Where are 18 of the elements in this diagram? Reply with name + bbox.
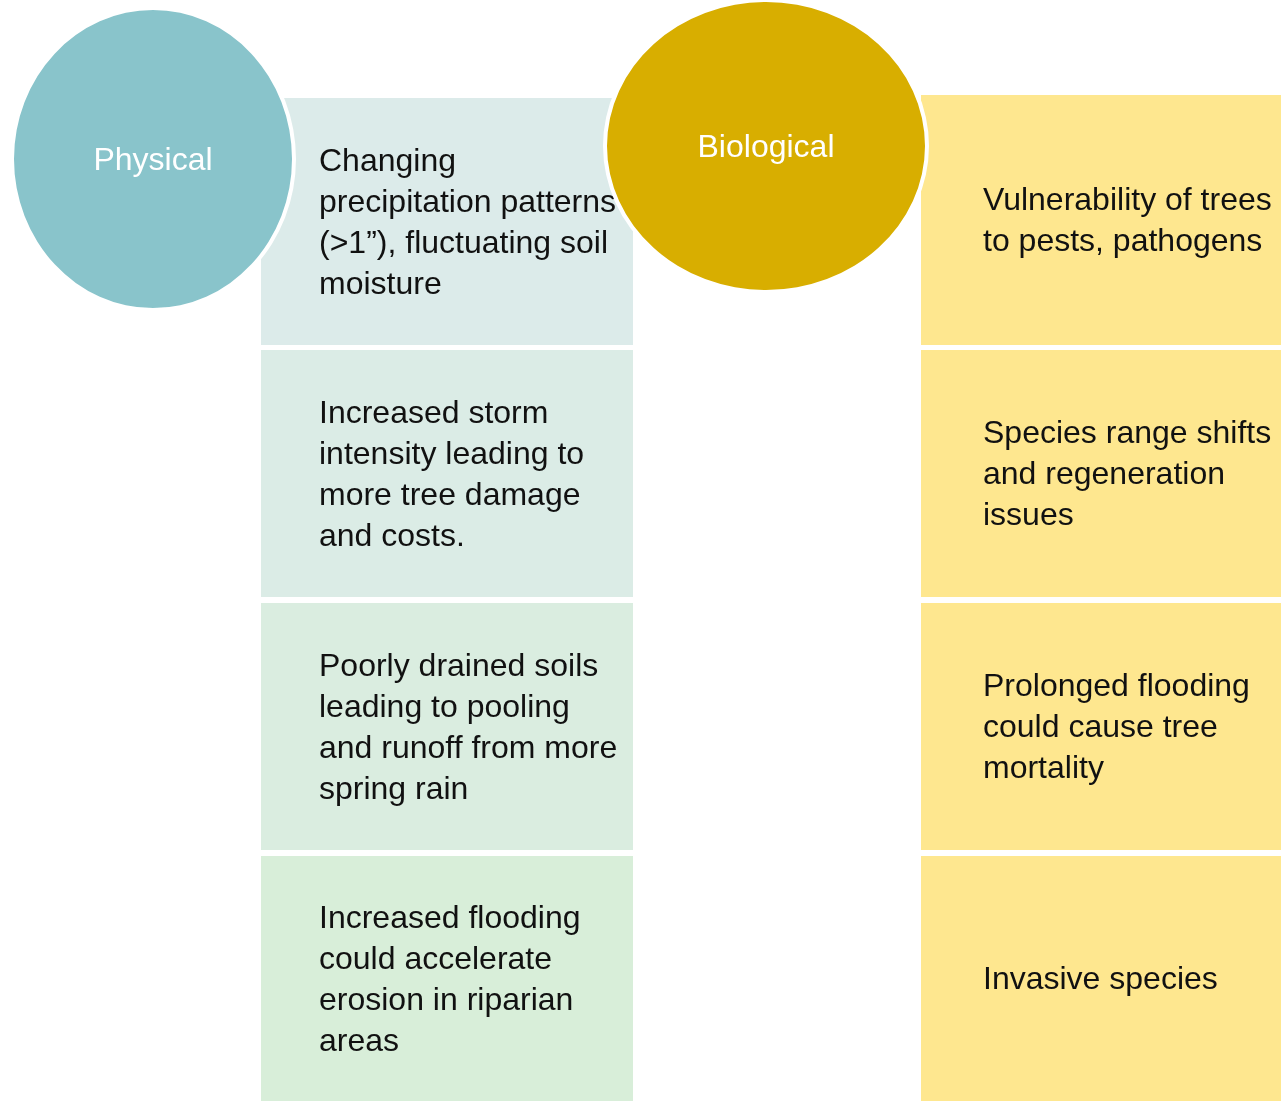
impact-text: Vulnerability of trees to pests, pathogens bbox=[983, 180, 1273, 260]
impact-box bbox=[921, 603, 1281, 850]
impact-box bbox=[921, 350, 1281, 597]
impact-text: Increased flooding could accelerate erosion in riparian areas bbox=[319, 897, 582, 1060]
impact-box bbox=[921, 95, 1281, 345]
impact-text: Species range shifts and regeneration issues bbox=[983, 413, 1273, 534]
category-label: Physical bbox=[93, 140, 213, 178]
impact-text: Poorly drained soils leading to pooling and runoff from more spring rain bbox=[319, 645, 619, 808]
impact-box bbox=[261, 603, 633, 850]
impact-text: Changing precipitation patterns (>1”), fluctuating soil moisture bbox=[319, 140, 618, 303]
impact-box bbox=[261, 350, 633, 597]
impact-text: Invasive species bbox=[983, 959, 1218, 998]
impact-text: Prolonged flooding could cause tree mortality bbox=[983, 666, 1251, 787]
impact-box bbox=[261, 98, 633, 345]
impact-text: Increased storm intensity leading to more tree damage and costs. bbox=[319, 392, 586, 555]
category-label: Biological bbox=[697, 127, 835, 165]
impact-box bbox=[921, 856, 1281, 1101]
impact-box bbox=[261, 856, 633, 1101]
